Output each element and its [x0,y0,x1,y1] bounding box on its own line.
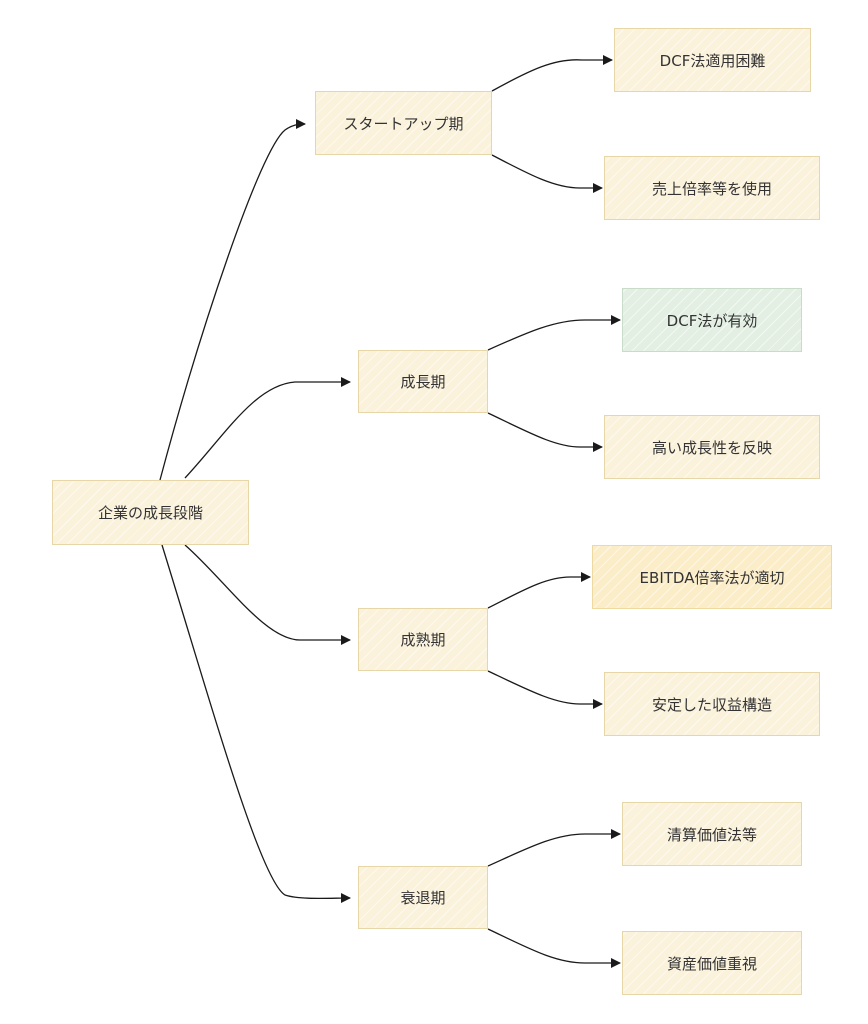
edge-mature-ebitda [487,572,591,609]
edge-root-startup [159,119,306,481]
edge-root-decline [161,544,351,904]
edge-growth-dcf [487,315,621,351]
stage-node-mature: 成熟期 [358,608,488,671]
edge-startup-sales [491,154,603,193]
edge-root-growth [184,377,351,479]
leaf-node-dcf-effective: DCF法が有効 [622,288,802,352]
edge-decline-liquidation [487,829,621,867]
edge-growth-high [487,412,603,452]
stage-node-startup: スタートアップ期 [315,91,492,155]
leaf-node-high-growth: 高い成長性を反映 [604,415,820,479]
edge-root-mature [184,544,351,645]
edge-startup-dcf [491,55,613,92]
edge-decline-asset [487,928,621,968]
leaf-node-stable-earnings: 安定した収益構造 [604,672,820,736]
leaf-node-asset-value: 資産価値重視 [622,931,802,995]
leaf-node-sales-multiple: 売上倍率等を使用 [604,156,820,220]
leaf-node-ebitda: EBITDA倍率法が適切 [592,545,832,609]
leaf-node-dcf-difficult: DCF法適用困難 [614,28,811,92]
stage-node-decline: 衰退期 [358,866,488,929]
leaf-node-liquidation: 清算価値法等 [622,802,802,866]
stage-node-growth: 成長期 [358,350,488,413]
root-node: 企業の成長段階 [52,480,249,545]
edge-mature-stable [487,670,603,709]
